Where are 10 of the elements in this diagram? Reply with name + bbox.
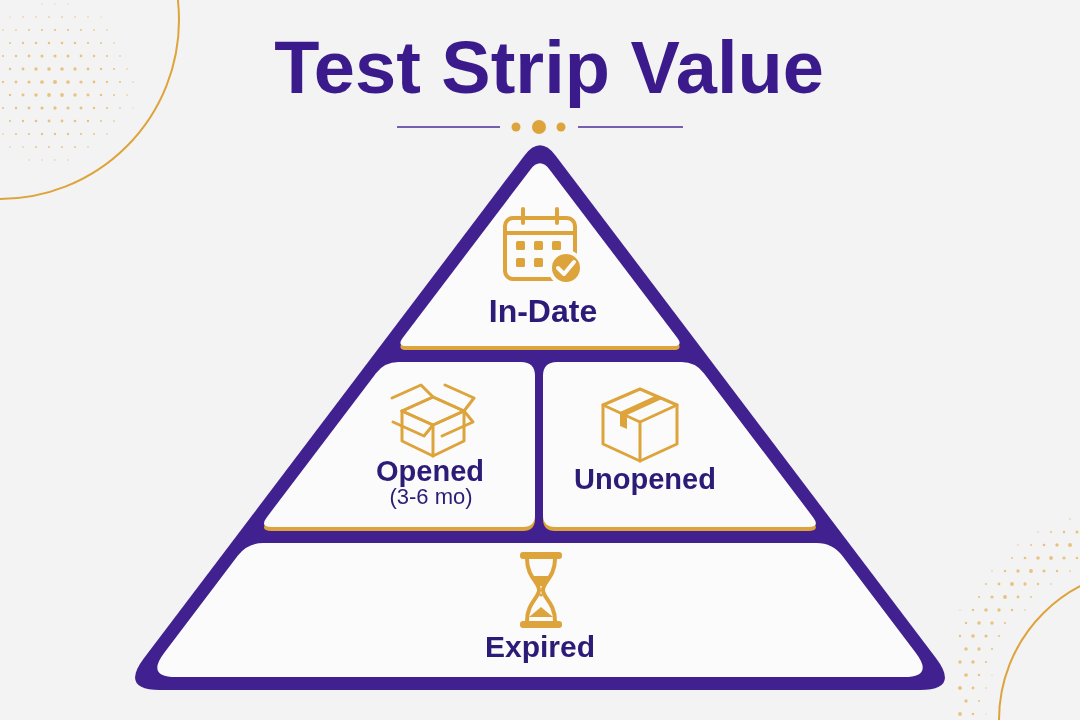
- tier-label: Unopened: [574, 465, 716, 495]
- tier-label: In-Date: [488, 294, 598, 327]
- pyramid-tier: [157, 543, 923, 677]
- title: Test Strip Value: [274, 31, 824, 106]
- tier-label: Expired: [485, 631, 595, 662]
- tier-label: Opened: [376, 457, 484, 487]
- pyramid-tier: [543, 362, 816, 531]
- tier-note: (3-6 mo): [389, 486, 473, 509]
- pyramid-tier: [400, 163, 680, 350]
- pyramid-tier: [264, 362, 535, 531]
